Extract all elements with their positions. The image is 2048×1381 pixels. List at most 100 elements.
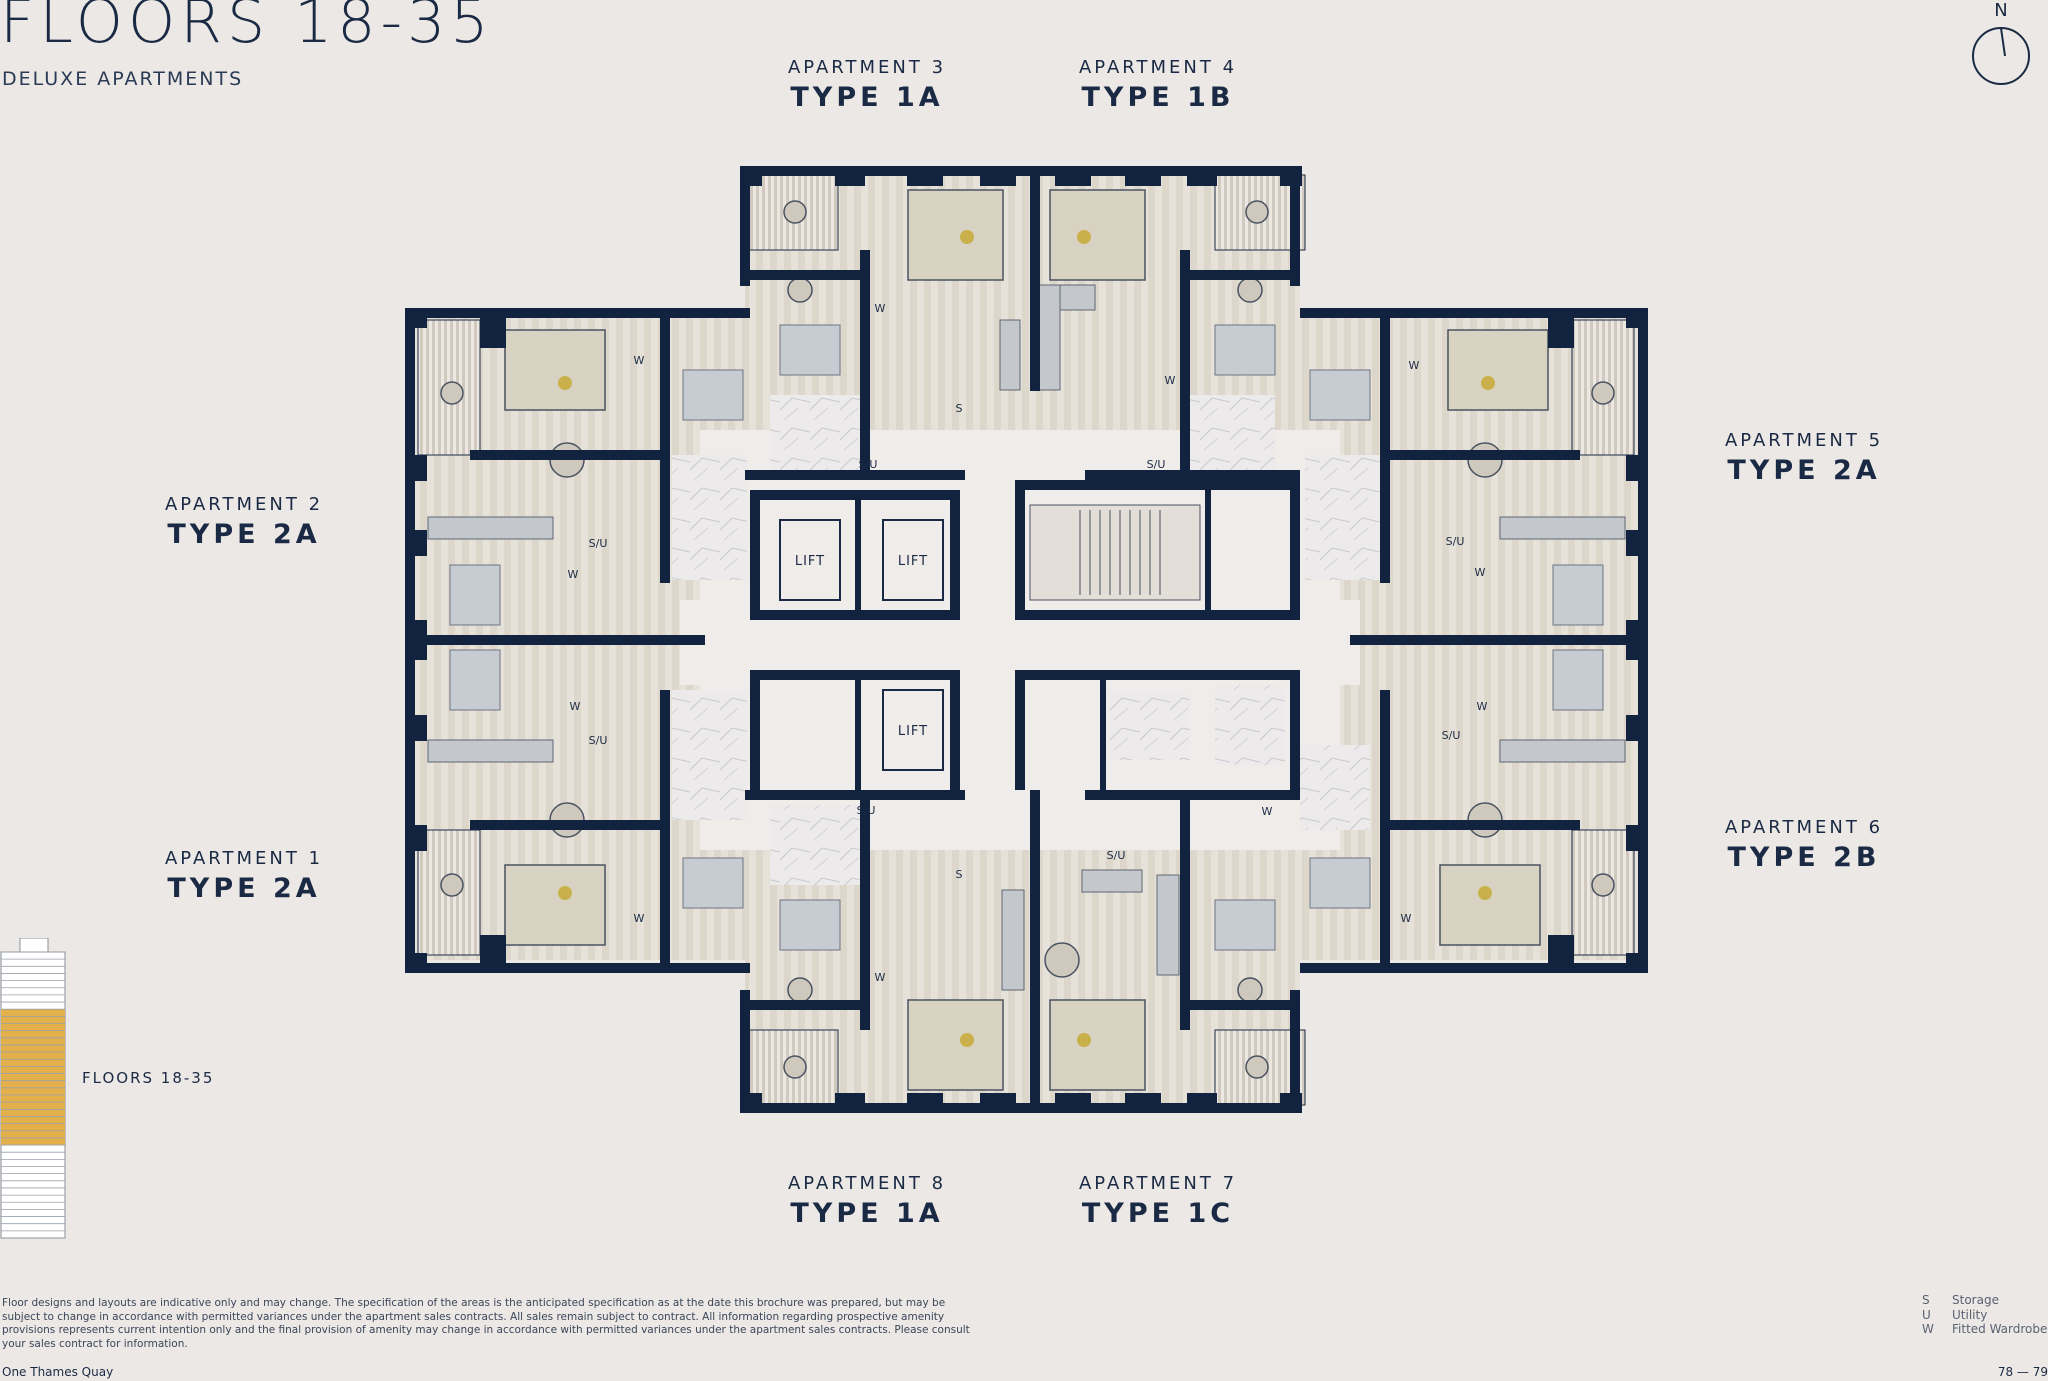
building-stack-indicator xyxy=(0,937,68,1240)
apartment-1-label: APARTMENT 1 TYPE 2A xyxy=(94,848,394,904)
bathrooms xyxy=(672,395,1380,885)
apartment-type: TYPE 1A xyxy=(790,1198,944,1229)
apartment-name: APARTMENT 5 xyxy=(1724,430,1884,451)
apartment-type: TYPE 1C xyxy=(1081,1198,1235,1229)
compass-icon: N xyxy=(1972,0,2030,85)
su-label: S/U xyxy=(859,458,878,471)
stack-floor-highlight xyxy=(1,1023,65,1031)
legend-key: U xyxy=(1922,1307,1931,1322)
apartment-type: TYPE 2A xyxy=(1727,455,1881,486)
legend-value: Utility xyxy=(1952,1307,1988,1322)
stack-floor-highlight xyxy=(1,1130,65,1138)
stack-floor-highlight xyxy=(1,1044,65,1053)
stack-floor-highlight xyxy=(1,1059,65,1067)
apartment-2-label: APARTMENT 2 TYPE 2A xyxy=(94,494,394,550)
page-subtitle: DELUXE APARTMENTS xyxy=(2,68,244,90)
su-label: S/U xyxy=(589,537,608,550)
legend-value: Storage xyxy=(1952,1293,1999,1307)
legend-key: S xyxy=(1922,1293,1930,1307)
stack-floor-highlight xyxy=(1,1030,65,1038)
floor-plan-drawing: LIFT LIFT LIFT S/U S/U S/U S/U S/U S/U S… xyxy=(405,166,1648,1113)
wardrobe-label: W xyxy=(1262,805,1273,818)
apartment-3-label: APARTMENT 3 TYPE 1A xyxy=(717,57,1017,113)
page-title: FLOORS 18-35 xyxy=(0,0,494,57)
storage-labels: S S xyxy=(956,402,963,881)
apartment-type: TYPE 1A xyxy=(790,82,944,113)
apartment-name: APARTMENT 1 xyxy=(164,848,324,869)
walls xyxy=(405,166,1648,1113)
apartment-name: APARTMENT 3 xyxy=(787,57,947,78)
stack-floor-highlight xyxy=(1,1137,65,1146)
stack-floor-highlight xyxy=(1,1109,65,1117)
stack-floor-highlight xyxy=(1,1087,65,1095)
apartment-5-label: APARTMENT 5 TYPE 2A xyxy=(1654,430,1954,486)
stack-floor-highlight xyxy=(1,1037,65,1045)
wardrobe-labels: W W W W W W W W W W W W xyxy=(568,302,1488,984)
apartment-7-label: APARTMENT 7 TYPE 1C xyxy=(1008,1173,1308,1229)
su-label: S/U xyxy=(1107,849,1126,862)
apartment-name: APARTMENT 2 xyxy=(164,494,324,515)
legend-key: W xyxy=(1922,1322,1934,1336)
apartment-type: TYPE 2A xyxy=(167,873,321,904)
wardrobe-label: W xyxy=(634,912,645,925)
storage-label: S xyxy=(956,402,963,415)
stack-label: FLOORS 18-35 xyxy=(82,1069,215,1087)
su-label: S/U xyxy=(1442,729,1461,742)
living-rooms xyxy=(504,189,1549,1091)
lift-label: LIFT xyxy=(795,554,825,569)
wardrobe-label: W xyxy=(1401,912,1412,925)
wardrobe-label: W xyxy=(1165,374,1176,387)
legend-row: U Utility xyxy=(1922,1308,2047,1323)
disclaimer-text: Floor designs and layouts are indicative… xyxy=(2,1297,970,1350)
beds xyxy=(449,324,1604,951)
apartment-name: APARTMENT 7 xyxy=(1078,1173,1238,1194)
apartment-name: APARTMENT 4 xyxy=(1078,57,1238,78)
stack-floor-highlight xyxy=(1,1080,65,1088)
footer-brand: One Thames Quay xyxy=(2,1365,114,1379)
wardrobe-label: W xyxy=(568,568,579,581)
storage-utility-labels: S/U S/U S/U S/U S/U S/U S/U S/U xyxy=(589,458,1465,862)
floor-plan: LIFT LIFT LIFT S/U S/U S/U S/U S/U S/U S… xyxy=(400,160,1660,1120)
rug-accents xyxy=(558,230,1495,1047)
stack-floor-highlight xyxy=(1,1066,65,1074)
building-stack-icon xyxy=(0,937,66,1239)
stack-floor-highlight xyxy=(1,1095,65,1103)
stack-floor-highlight xyxy=(1,1116,65,1124)
wardrobe-label: W xyxy=(1475,566,1486,579)
staircase xyxy=(1029,504,1201,601)
wardrobe-label: W xyxy=(875,971,886,984)
stack-crown xyxy=(19,937,49,953)
wardrobe-label: W xyxy=(570,700,581,713)
stack-floor-highlight xyxy=(1,1016,65,1024)
stack-floor-highlight xyxy=(1,1009,65,1017)
su-label: S/U xyxy=(857,804,876,817)
wardrobe-label: W xyxy=(1477,700,1488,713)
apartment-4-label: APARTMENT 4 TYPE 1B xyxy=(1008,57,1308,113)
apartment-type: TYPE 2A xyxy=(167,519,321,550)
stack-floor-highlight xyxy=(1,1052,65,1060)
compass-north-label: N xyxy=(1994,0,2007,21)
su-label: S/U xyxy=(589,734,608,747)
apartment-name: APARTMENT 8 xyxy=(787,1173,947,1194)
su-label: S/U xyxy=(1147,458,1166,471)
su-label: S/U xyxy=(1446,535,1465,548)
wardrobe-label: W xyxy=(634,354,645,367)
lift-label: LIFT xyxy=(898,724,928,739)
apartment-8-label: APARTMENT 8 TYPE 1A xyxy=(717,1173,1017,1229)
apartment-6-label: APARTMENT 6 TYPE 2B xyxy=(1654,817,1954,873)
stack-floor-highlight xyxy=(1,1102,65,1110)
lift-label: LIFT xyxy=(898,554,928,569)
apartment-type: TYPE 1B xyxy=(1081,82,1235,113)
wardrobe-label: W xyxy=(1409,359,1420,372)
stack-floor-highlight xyxy=(1,1123,65,1131)
page-numbers: 78 — 79 xyxy=(1997,1365,2048,1379)
storage-label: S xyxy=(956,868,963,881)
stack-floor-highlight xyxy=(1,1073,65,1081)
apartment-name: APARTMENT 6 xyxy=(1724,817,1884,838)
north-compass: N xyxy=(1970,0,2032,86)
apartment-type: TYPE 2B xyxy=(1727,842,1881,873)
legend-row: S Storage xyxy=(1922,1293,2047,1308)
lifts: LIFT LIFT LIFT xyxy=(779,519,944,771)
